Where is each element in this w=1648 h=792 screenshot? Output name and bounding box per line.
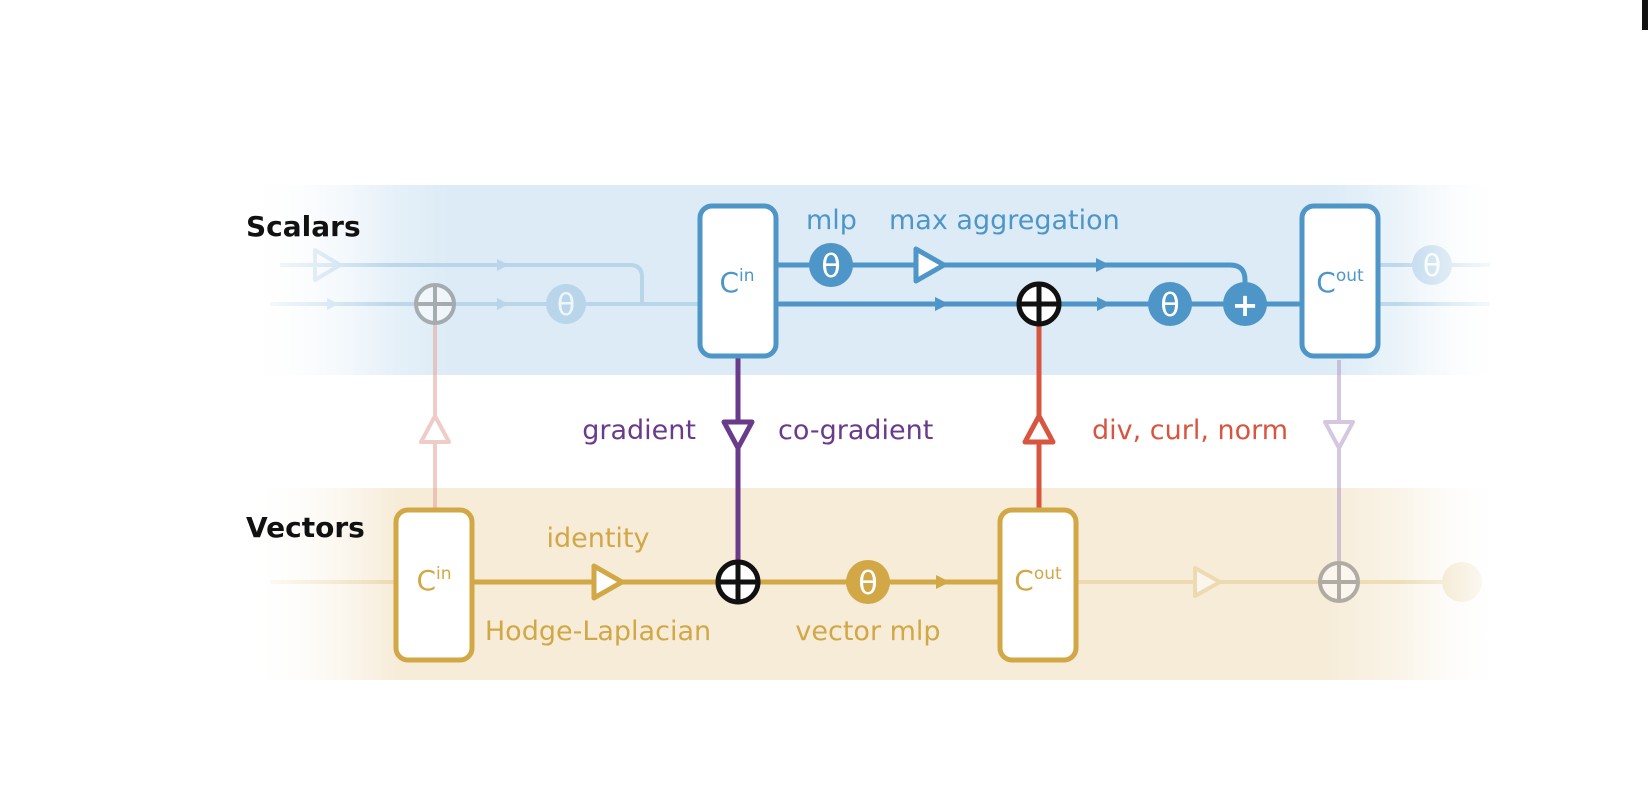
flow-arrow-mark <box>1096 258 1110 272</box>
vector-mlp-theta-symbol: θ <box>858 564 878 602</box>
faded-up-arrow-head <box>419 414 451 444</box>
scalar-c-out-block: Cout <box>1299 203 1381 359</box>
hodge-laplacian-label: Hodge-Laplacian <box>485 616 711 647</box>
svg-text:Cin: Cin <box>416 564 451 597</box>
divergence-up-arrow-head <box>1022 413 1056 445</box>
max-aggregation-arrow <box>913 246 947 284</box>
scalars-lane-title: Scalars <box>246 210 361 243</box>
flow-arrow-mark <box>1097 297 1111 311</box>
faded-theta-symbol: θ <box>557 288 575 323</box>
scalar-theta-node <box>1148 282 1192 326</box>
gradient-label: gradient <box>582 415 696 446</box>
faded-down-arrow-head <box>1323 420 1355 450</box>
edge-mark <box>1642 0 1648 30</box>
svg-text:Cout: Cout <box>1014 564 1062 597</box>
vector-c-out-block: Cout <box>997 507 1079 663</box>
max-aggregation-label: max aggregation <box>889 205 1120 236</box>
scalar-lane-band <box>250 185 1500 375</box>
scalar-c-in-block: Cin <box>697 203 779 359</box>
identity-label: identity <box>546 523 649 554</box>
vector-mlp-label: vector mlp <box>795 616 940 647</box>
svg-text:Cin: Cin <box>719 266 754 299</box>
co-gradient-label: co-gradient <box>778 415 933 446</box>
identity-arrow <box>591 563 625 601</box>
vector-c-in-block: Cin <box>393 507 475 663</box>
svg-text:Cout: Cout <box>1316 266 1364 299</box>
plus-merge-node <box>1223 282 1267 326</box>
mlp-theta-symbol: θ <box>821 247 841 285</box>
flow-arrow-mark <box>936 575 950 589</box>
mlp-label: mlp <box>806 205 857 236</box>
gradient-down-arrow-head <box>721 419 755 451</box>
vector-mlp-theta-node <box>846 560 890 604</box>
plus-merge-symbol: + <box>1232 286 1259 324</box>
vectors-lane-title: Vectors <box>246 511 365 544</box>
mlp-theta-node <box>809 243 853 287</box>
div-curl-norm-label: div, curl, norm <box>1092 415 1288 446</box>
faded-theta-node <box>546 284 586 324</box>
flow-arrow-mark <box>935 297 949 311</box>
scalar-theta-symbol: θ <box>1160 286 1180 324</box>
